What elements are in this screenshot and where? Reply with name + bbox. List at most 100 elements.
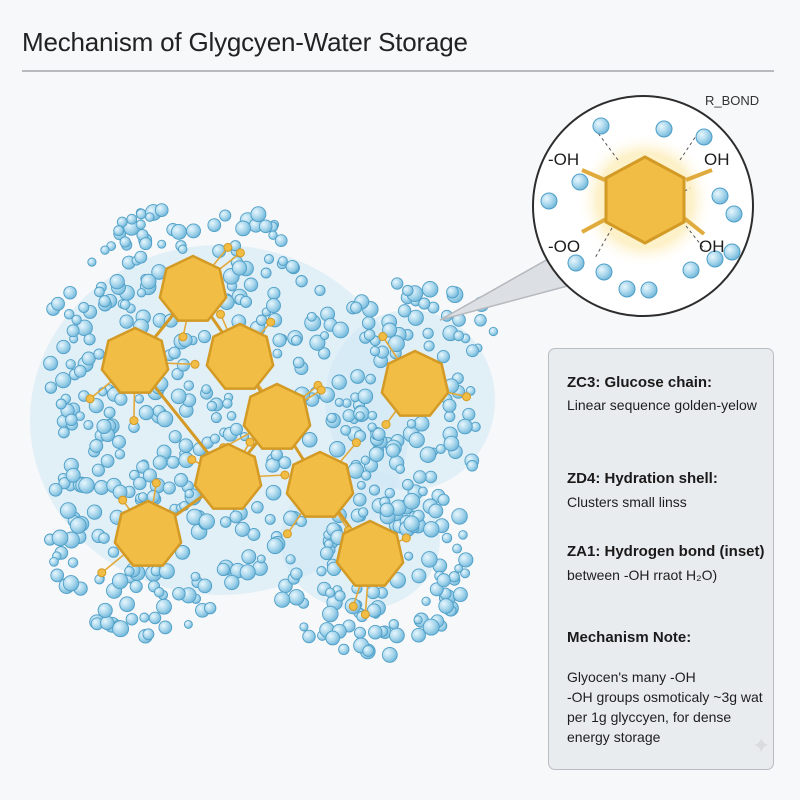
water-molecule bbox=[421, 281, 439, 298]
water-molecule bbox=[325, 630, 341, 646]
water-molecule bbox=[50, 568, 65, 583]
water-molecule bbox=[175, 545, 190, 560]
water-molecule bbox=[258, 219, 273, 234]
hydrogen-bond-line bbox=[685, 225, 706, 251]
water-molecule bbox=[224, 574, 240, 591]
water-molecule bbox=[411, 627, 426, 643]
water-molecule bbox=[428, 503, 444, 519]
water-molecule bbox=[438, 598, 454, 614]
water-molecule bbox=[255, 314, 268, 326]
inset-water-molecule bbox=[592, 117, 610, 135]
water-molecule bbox=[129, 579, 143, 594]
water-molecule bbox=[206, 400, 218, 412]
water-molecule bbox=[170, 388, 187, 405]
water-molecule bbox=[100, 454, 115, 468]
water-molecule bbox=[135, 219, 146, 230]
water-molecule bbox=[135, 208, 147, 220]
water-molecule bbox=[216, 562, 231, 577]
legend-hydration-shell-body: Clusters small linss bbox=[567, 494, 687, 510]
legend-mechanism-note-title: Mechanism Note: bbox=[567, 629, 692, 646]
water-molecule bbox=[235, 220, 251, 237]
hydroxyl-end bbox=[187, 455, 197, 465]
hydroxyl-end bbox=[151, 478, 161, 488]
water-molecule bbox=[157, 239, 167, 249]
water-molecule bbox=[184, 489, 195, 499]
water-molecule bbox=[114, 448, 126, 460]
water-molecule bbox=[153, 586, 165, 598]
mechanism-note-line: per 1g glyccyen, for dense bbox=[567, 709, 732, 725]
water-molecule bbox=[435, 443, 446, 455]
water-molecule bbox=[142, 468, 157, 483]
water-molecule bbox=[272, 348, 283, 359]
water-molecule bbox=[406, 419, 417, 429]
water-molecule bbox=[407, 309, 424, 326]
water-molecule bbox=[55, 398, 67, 410]
water-molecule bbox=[277, 256, 288, 267]
water-molecule bbox=[133, 476, 147, 491]
water-molecule bbox=[466, 460, 478, 472]
water-molecule bbox=[451, 508, 468, 525]
water-molecule bbox=[403, 492, 421, 510]
water-molecule bbox=[353, 492, 367, 507]
water-molecule bbox=[207, 218, 222, 232]
water-molecule bbox=[177, 244, 188, 255]
water-molecule bbox=[436, 573, 451, 588]
water-molecule bbox=[137, 492, 148, 502]
title-divider bbox=[22, 70, 774, 72]
sparkle-icon: ✦ bbox=[752, 733, 771, 758]
water-molecule bbox=[176, 358, 190, 372]
glucose-ring bbox=[285, 450, 355, 518]
water-molecule bbox=[424, 470, 438, 484]
water-molecule bbox=[413, 470, 427, 484]
water-molecule bbox=[357, 388, 374, 405]
water-molecule bbox=[138, 405, 154, 421]
mechanism-note-line: Glyocen's many -OH bbox=[567, 669, 696, 685]
water-molecule bbox=[56, 339, 71, 355]
water-molecule bbox=[100, 615, 115, 631]
glucose-chain bbox=[100, 254, 450, 587]
inset-water-molecule bbox=[706, 250, 724, 268]
water-molecule bbox=[372, 427, 386, 441]
inset-hydroxyl-group bbox=[581, 216, 609, 234]
water-molecule bbox=[331, 374, 347, 390]
water-molecule bbox=[388, 619, 400, 630]
water-molecule bbox=[201, 384, 212, 395]
hydroxyl-end bbox=[280, 470, 290, 480]
water-molecule bbox=[126, 213, 138, 225]
hydroxyl-end bbox=[348, 601, 358, 611]
inset-glucose-ring bbox=[581, 155, 713, 245]
water-molecule bbox=[466, 344, 479, 358]
inset-water-molecule bbox=[595, 263, 613, 281]
water-molecule bbox=[78, 477, 95, 494]
water-molecule bbox=[263, 254, 275, 265]
water-molecule bbox=[285, 259, 300, 274]
water-molecule bbox=[98, 532, 110, 544]
hydrogen-bond-inset bbox=[532, 95, 754, 317]
inset-water-molecule bbox=[682, 261, 700, 279]
water-molecule bbox=[152, 455, 168, 470]
water-molecule bbox=[183, 619, 193, 629]
water-molecule bbox=[362, 644, 375, 657]
water-molecule bbox=[368, 446, 385, 462]
hydroxyl-end bbox=[378, 332, 388, 341]
hydroxyl-end bbox=[216, 309, 225, 319]
water-molecule bbox=[114, 392, 128, 406]
water-molecule bbox=[369, 345, 381, 357]
inset-tag: R_BOND bbox=[705, 93, 760, 108]
water-molecule bbox=[309, 334, 326, 351]
water-molecule bbox=[168, 430, 182, 444]
inset-hydroxyl-group bbox=[685, 168, 713, 182]
water-molecule bbox=[413, 615, 423, 625]
water-molecule bbox=[454, 564, 464, 573]
water-molecule bbox=[358, 507, 369, 518]
water-molecule bbox=[363, 329, 376, 341]
water-molecule bbox=[142, 628, 155, 641]
water-molecule bbox=[301, 432, 318, 448]
water-molecule bbox=[291, 334, 302, 346]
water-molecule bbox=[397, 304, 412, 318]
inset-water-molecule bbox=[640, 281, 658, 299]
water-molecule bbox=[73, 364, 87, 378]
water-molecule bbox=[51, 529, 69, 547]
water-molecule bbox=[58, 426, 70, 439]
water-molecule bbox=[209, 433, 221, 444]
